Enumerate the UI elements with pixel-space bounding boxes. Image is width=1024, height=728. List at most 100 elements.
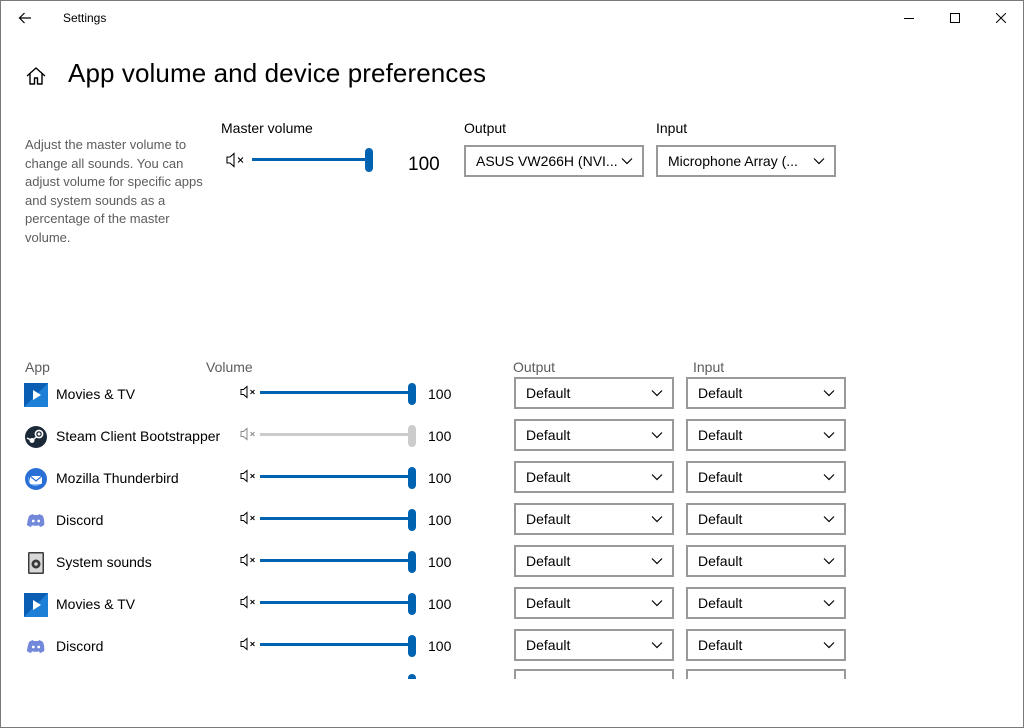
app-row: Discord 100 Default Default xyxy=(1,629,1023,671)
speaker-muted-icon xyxy=(226,152,244,168)
chevron-down-icon xyxy=(823,390,835,397)
app-volume-value: 100 xyxy=(428,638,452,654)
title-bar: Settings xyxy=(1,1,1023,35)
dropdown-value: Default xyxy=(526,469,571,485)
chevron-down-icon xyxy=(823,516,835,523)
master-input-dropdown[interactable]: Microphone Array (... xyxy=(656,145,836,177)
minimize-button[interactable] xyxy=(886,1,932,35)
slider-thumb[interactable] xyxy=(408,509,416,531)
dropdown-value: Default xyxy=(698,511,743,527)
slider-thumb[interactable] xyxy=(365,148,373,172)
dropdown-value: Default xyxy=(698,553,743,569)
app-output-dropdown[interactable]: Default xyxy=(514,419,674,451)
discord-icon xyxy=(24,635,48,659)
chevron-down-icon xyxy=(651,600,663,607)
app-volume-slider[interactable] xyxy=(260,383,416,405)
app-input-dropdown[interactable]: Default xyxy=(686,419,846,451)
app-name: Discord xyxy=(56,512,104,528)
app-mute-button[interactable] xyxy=(240,595,258,609)
chevron-down-icon xyxy=(651,642,663,649)
speaker-muted-icon xyxy=(240,385,255,399)
app-volume-slider[interactable] xyxy=(260,551,416,573)
row-input-dropdown-partial[interactable] xyxy=(686,669,846,679)
master-output-label: Output xyxy=(464,120,507,136)
app-output-dropdown[interactable]: Default xyxy=(514,503,674,535)
slider-track xyxy=(260,517,416,520)
app-volume-slider[interactable] xyxy=(260,509,416,531)
app-output-dropdown[interactable]: Default xyxy=(514,629,674,661)
slider-thumb[interactable] xyxy=(408,425,416,447)
slider-track xyxy=(252,158,373,161)
chevron-down-icon xyxy=(823,558,835,565)
slider-thumb[interactable] xyxy=(408,551,416,573)
dropdown-value: Default xyxy=(526,511,571,527)
app-volume-slider[interactable] xyxy=(260,467,416,489)
app-mute-button[interactable] xyxy=(240,427,258,441)
dropdown-value: Default xyxy=(698,385,743,401)
steam-icon xyxy=(24,425,48,449)
slider-track xyxy=(260,475,416,478)
home-button[interactable] xyxy=(25,65,47,87)
app-input-dropdown[interactable]: Default xyxy=(686,545,846,577)
app-input-dropdown[interactable]: Default xyxy=(686,377,846,409)
app-volume-value: 100 xyxy=(428,386,452,402)
dropdown-value: Default xyxy=(526,385,571,401)
app-output-dropdown[interactable]: Default xyxy=(514,545,674,577)
close-button[interactable] xyxy=(978,1,1023,35)
dropdown-value: Default xyxy=(698,595,743,611)
chevron-down-icon xyxy=(823,432,835,439)
chevron-down-icon xyxy=(651,516,663,523)
app-mute-button[interactable] xyxy=(240,511,258,525)
minimize-icon xyxy=(904,18,914,19)
dropdown-value: Default xyxy=(698,427,743,443)
app-input-dropdown[interactable]: Default xyxy=(686,461,846,493)
dropdown-value: Default xyxy=(526,595,571,611)
app-output-dropdown[interactable]: Default xyxy=(514,587,674,619)
dropdown-value: Default xyxy=(698,469,743,485)
speaker-muted-icon xyxy=(240,511,255,525)
row-output-dropdown-partial[interactable] xyxy=(514,669,674,679)
app-input-dropdown[interactable]: Default xyxy=(686,503,846,535)
chevron-down-icon xyxy=(651,432,663,439)
app-mute-button[interactable] xyxy=(240,469,258,483)
thunderbird-icon xyxy=(24,467,48,491)
app-volume-value: 100 xyxy=(428,428,452,444)
column-header-app: App xyxy=(25,359,50,375)
dropdown-value: Default xyxy=(526,553,571,569)
slider-thumb[interactable] xyxy=(408,467,416,489)
app-volume-slider[interactable] xyxy=(260,593,416,615)
slider-thumb[interactable] xyxy=(408,635,416,657)
master-volume-slider[interactable] xyxy=(252,148,373,172)
app-volume-slider[interactable] xyxy=(260,425,416,447)
chevron-down-icon xyxy=(813,158,825,165)
movies-tv-icon xyxy=(24,383,48,407)
speaker-muted-icon xyxy=(240,427,255,441)
app-input-dropdown[interactable]: Default xyxy=(686,629,846,661)
master-output-dropdown[interactable]: ASUS VW266H (NVI... xyxy=(464,145,644,177)
master-volume-value: 100 xyxy=(408,154,440,175)
system-sounds-icon xyxy=(24,551,48,575)
slider-thumb[interactable] xyxy=(408,593,416,615)
app-output-dropdown[interactable]: Default xyxy=(514,461,674,493)
app-output-dropdown[interactable]: Default xyxy=(514,377,674,409)
dropdown-value: Default xyxy=(698,637,743,653)
back-button[interactable] xyxy=(11,6,39,30)
chevron-down-icon xyxy=(651,390,663,397)
slider-thumb[interactable] xyxy=(408,383,416,405)
app-name: Discord xyxy=(56,638,104,654)
app-mute-button[interactable] xyxy=(240,553,258,567)
slider-thumb-partial[interactable] xyxy=(408,674,416,679)
app-mute-button[interactable] xyxy=(240,637,258,651)
app-input-dropdown[interactable]: Default xyxy=(686,587,846,619)
chevron-down-icon xyxy=(621,158,633,165)
app-volume-slider[interactable] xyxy=(260,635,416,657)
app-mute-button[interactable] xyxy=(240,385,258,399)
master-mute-button[interactable] xyxy=(226,152,246,168)
maximize-button[interactable] xyxy=(932,1,978,35)
